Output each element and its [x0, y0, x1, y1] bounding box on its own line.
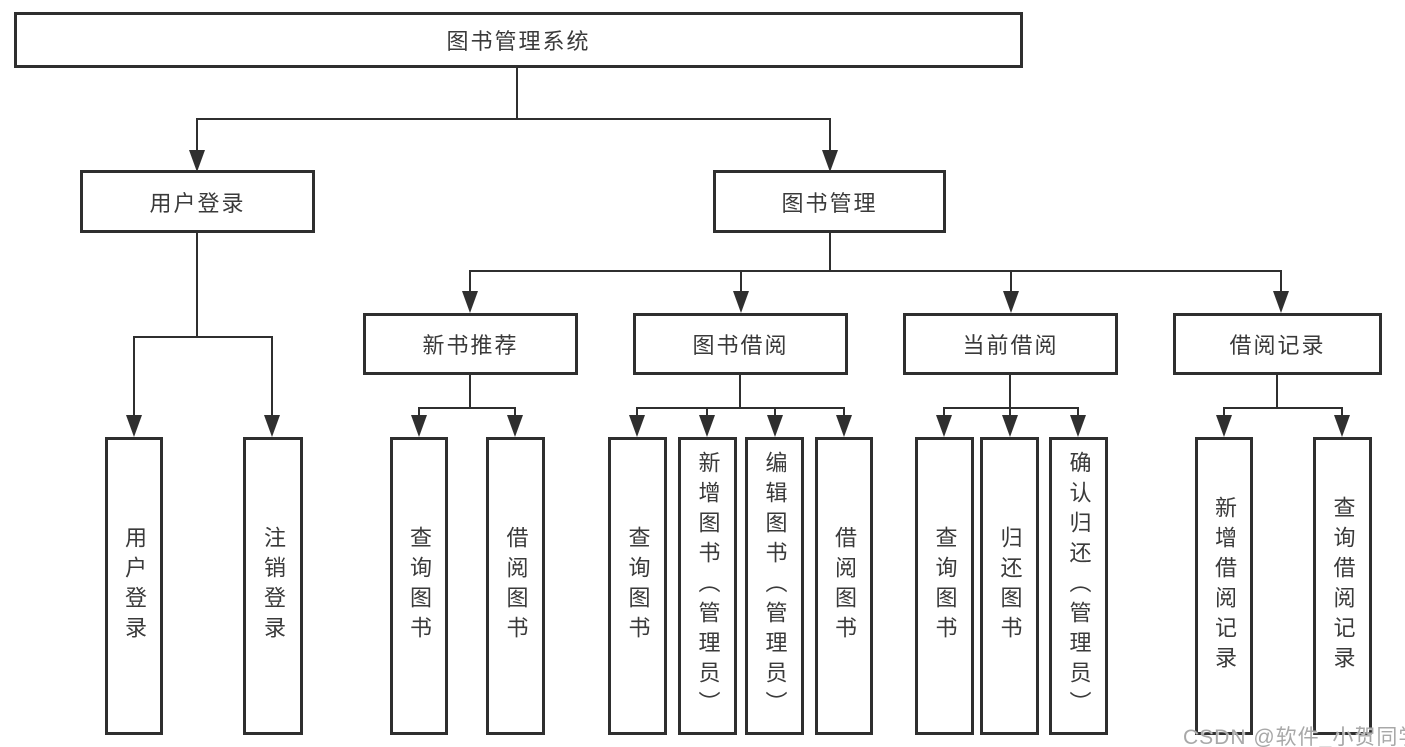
arrow-down-icon — [189, 150, 205, 172]
node-leaf-edit-book: 编辑图书（管理员） — [745, 437, 804, 735]
connector-line — [1009, 375, 1011, 407]
connector-line — [196, 118, 831, 120]
node-leaf-add-record: 新增借阅记录 — [1195, 437, 1253, 735]
connector-line — [1010, 270, 1012, 291]
node-leaf-query-book-3: 查询图书 — [915, 437, 974, 735]
arrow-down-icon — [411, 415, 427, 437]
connector-line — [1223, 407, 1343, 409]
arrow-down-icon — [936, 415, 952, 437]
connector-line — [829, 118, 831, 152]
connector-line — [739, 375, 741, 407]
connector-line — [1276, 375, 1278, 407]
node-book-management: 图书管理 — [713, 170, 946, 233]
node-leaf-query-record: 查询借阅记录 — [1313, 437, 1372, 735]
connector-line — [196, 118, 198, 152]
node-borrow-record: 借阅记录 — [1173, 313, 1382, 375]
node-leaf-logout: 注销登录 — [243, 437, 303, 735]
connector-line — [418, 407, 420, 416]
connector-line — [1341, 407, 1343, 416]
arrow-down-icon — [699, 415, 715, 437]
arrow-down-icon — [767, 415, 783, 437]
arrow-down-icon — [462, 291, 478, 313]
arrow-down-icon — [822, 150, 838, 172]
connector-line — [1280, 270, 1282, 291]
node-leaf-query-book-2: 查询图书 — [608, 437, 667, 735]
arrow-down-icon — [264, 415, 280, 437]
connector-line — [636, 407, 638, 416]
connector-line — [706, 407, 708, 416]
connector-line — [943, 407, 945, 416]
connector-line — [469, 270, 471, 291]
connector-line — [418, 407, 516, 409]
connector-line — [469, 270, 1282, 272]
node-leaf-query-book-1: 查询图书 — [390, 437, 448, 735]
node-current-borrow: 当前借阅 — [903, 313, 1118, 375]
connector-line — [133, 336, 273, 338]
arrow-down-icon — [1216, 415, 1232, 437]
node-user-login: 用户登录 — [80, 170, 315, 233]
connector-line — [1009, 407, 1011, 416]
node-leaf-borrow-book-2: 借阅图书 — [815, 437, 873, 735]
connector-line — [1077, 407, 1079, 416]
arrow-down-icon — [1002, 415, 1018, 437]
node-leaf-borrow-book-1: 借阅图书 — [486, 437, 545, 735]
connector-line — [943, 407, 1079, 409]
connector-line — [133, 336, 135, 416]
connector-line — [774, 407, 776, 416]
connector-line — [843, 407, 845, 416]
node-root: 图书管理系统 — [14, 12, 1023, 68]
node-leaf-user-login: 用户登录 — [105, 437, 163, 735]
arrow-down-icon — [1273, 291, 1289, 313]
connector-line — [1223, 407, 1225, 416]
connector-line — [829, 233, 831, 270]
connector-line — [636, 407, 844, 409]
arrow-down-icon — [1334, 415, 1350, 437]
node-leaf-confirm-return: 确认归还（管理员） — [1049, 437, 1108, 735]
csdn-watermark: CSDN @软件_小贺同学 — [1183, 726, 1405, 747]
arrow-down-icon — [629, 415, 645, 437]
arrow-down-icon — [836, 415, 852, 437]
arrow-down-icon — [1003, 291, 1019, 313]
connector-line — [271, 336, 273, 416]
node-leaf-add-book: 新增图书（管理员） — [678, 437, 737, 735]
connector-line — [740, 270, 742, 291]
node-book-borrow: 图书借阅 — [633, 313, 848, 375]
connector-line — [516, 68, 518, 118]
node-new-book-recommend: 新书推荐 — [363, 313, 578, 375]
arrow-down-icon — [126, 415, 142, 437]
connector-line — [469, 375, 471, 407]
connector-line — [514, 407, 516, 416]
arrow-down-icon — [733, 291, 749, 313]
arrow-down-icon — [1070, 415, 1086, 437]
arrow-down-icon — [507, 415, 523, 437]
connector-line — [196, 233, 198, 336]
node-leaf-return-book: 归还图书 — [980, 437, 1039, 735]
